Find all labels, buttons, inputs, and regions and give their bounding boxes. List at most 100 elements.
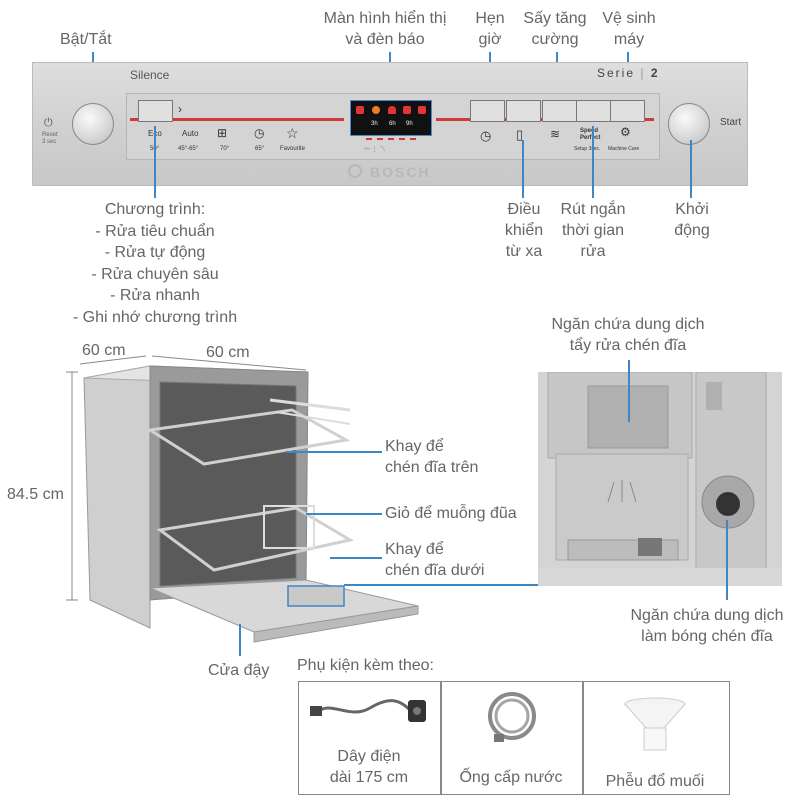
accessory-cord-line1: Dây điện: [337, 748, 401, 765]
timer-button[interactable]: [470, 100, 505, 122]
label-timer: Hẹn giờ: [465, 8, 515, 50]
display-time-6h: 6h: [389, 121, 396, 127]
display-indicator-4: [403, 106, 411, 114]
speed-perfect-label: Speed Perfect: [580, 128, 600, 142]
callout-lower-rack: [330, 557, 382, 559]
setup-label: Setup 3sec.: [574, 146, 601, 152]
timer-icon: ◷: [480, 128, 492, 143]
label-door: Cửa đậy: [208, 662, 270, 679]
start-knob[interactable]: [668, 103, 710, 145]
callout-detergent: [628, 360, 630, 422]
label-start: Khởi động: [664, 199, 720, 241]
dimension-width: 60 cm: [206, 344, 250, 361]
speed-label-line2: Perfect: [580, 135, 601, 141]
label-display-line2: và đèn báo: [345, 31, 425, 48]
accessory-funnel-label: Phễu đổ muối: [605, 773, 705, 790]
panel-serie-number: 2: [650, 66, 660, 80]
program-arrow-icon: ›: [178, 102, 182, 116]
label-power: Bật/Tắt: [60, 31, 112, 48]
led-strip-left: [130, 118, 344, 121]
label-upper-rack-line1: Khay để: [385, 438, 444, 455]
label-cutlery: Giỏ để muỗng đũa: [385, 505, 517, 522]
label-remote-line3: từ xa: [505, 243, 543, 260]
label-remote-line2: khiển: [504, 222, 544, 239]
power-knob[interactable]: [72, 103, 114, 145]
machine-care-panel-label: Machine Care: [608, 146, 640, 152]
callout-speed: [592, 126, 594, 198]
label-speed-line3: rửa: [580, 243, 606, 260]
accessory-funnel-cell: [582, 681, 730, 795]
dispenser-closeup: [538, 372, 782, 586]
label-extra-dry-line1: Sấy tăng: [523, 10, 587, 27]
label-remote: Điều khiển từ xa: [494, 199, 554, 262]
quick-clock-icon: ◷: [254, 126, 265, 140]
label-speed-line1: Rút ngắn: [560, 201, 626, 218]
accessory-hose-label: Ống cấp nước: [459, 769, 563, 786]
program-favourite-label: Favourite: [280, 146, 306, 152]
programs-item-5: - Ghi nhớ chương trình: [72, 308, 238, 326]
machine-care-icon: ⚙: [620, 125, 631, 139]
label-extra-dry-line2: cường: [531, 31, 579, 48]
display-sub-icons: 〰 ⋮ 〽: [364, 147, 386, 153]
programs-title: Chương trình:: [104, 201, 206, 218]
display-time-9h: 9h: [406, 121, 413, 127]
callout-start: [690, 140, 692, 198]
label-machine-care-line2: máy: [613, 31, 645, 48]
label-detergent-line2: tẩy rửa chén đĩa: [569, 337, 687, 354]
accessories-title: Phụ kiện kèm theo:: [297, 657, 434, 674]
intensive-pot-icon: ⊞: [217, 126, 228, 140]
callout-remote: [522, 140, 524, 198]
label-display: Màn hình hiển thị và đèn báo: [310, 8, 460, 50]
label-speed-line2: thời gian: [561, 222, 625, 239]
dimension-height: 84.5 cm: [7, 486, 64, 503]
label-upper-rack: Khay để chén đĩa trên: [385, 436, 478, 478]
label-detergent-line1: Ngăn chứa dung dịch: [551, 316, 705, 333]
display-indicator-1: [356, 106, 364, 114]
label-upper-rack-line2: chén đĩa trên: [385, 459, 479, 476]
program-intensive-temp: 70°: [220, 146, 230, 152]
accessory-cord-label: Dây điện dài 175 cm: [298, 746, 440, 788]
display-indicator-2: [372, 106, 380, 114]
program-quick-temp: 65°: [255, 146, 265, 152]
favourite-star-icon: ☆: [286, 125, 299, 141]
program-auto-name: Auto: [182, 129, 199, 138]
label-start-line2: động: [674, 222, 710, 239]
dishwasher-body: [150, 366, 151, 367]
programs-item-2: - Rửa tự động: [104, 244, 206, 261]
label-speed: Rút ngắn thời gian rửa: [552, 199, 634, 262]
label-machine-care: Vệ sinh máy: [595, 8, 663, 50]
start-label: Start: [720, 117, 742, 128]
label-rinse-aid-line1: Ngăn chứa dung dịch: [630, 607, 784, 624]
extra-dry-icon: ≋: [550, 127, 561, 141]
accessory-cord-cell: [298, 681, 442, 795]
display-indicator-5: [418, 106, 426, 114]
display-time-3h: 3h: [371, 121, 378, 127]
programs-item-3: - Rửa chuyên sâu: [91, 265, 219, 283]
remote-button[interactable]: [506, 100, 541, 122]
program-auto-temp: 45°-65°: [178, 146, 199, 152]
power-icon: ⏻: [44, 117, 53, 129]
program-button[interactable]: [138, 100, 173, 122]
label-machine-care-line1: Vệ sinh: [602, 10, 656, 27]
label-display-line1: Màn hình hiển thị: [323, 10, 447, 27]
dimension-depth: 60 cm: [82, 342, 126, 359]
callout-upper-rack: [286, 451, 382, 453]
callout-door: [239, 624, 241, 656]
machine-care-button[interactable]: [610, 100, 645, 122]
label-timer-line2: giờ: [478, 31, 502, 48]
panel-serie: Serie | 2: [597, 66, 660, 80]
panel-silence: Silence: [130, 68, 170, 82]
label-extra-dry: Sấy tăng cường: [515, 8, 595, 50]
display-led-row: [366, 138, 416, 143]
panel-serie-divider: |: [640, 66, 646, 80]
power-cord-icon: [310, 699, 426, 722]
programs-item-4: - Rửa nhanh: [110, 287, 200, 304]
label-lower-rack: Khay để chén đĩa dưới: [385, 539, 484, 581]
salt-funnel-icon: [624, 697, 686, 751]
brand-logo: BOSCH: [370, 164, 431, 180]
callout-dispenser-link: [344, 584, 538, 586]
water-hose-icon: [488, 692, 536, 742]
label-rinse-aid-line2: làm bóng chén đĩa: [641, 628, 773, 645]
